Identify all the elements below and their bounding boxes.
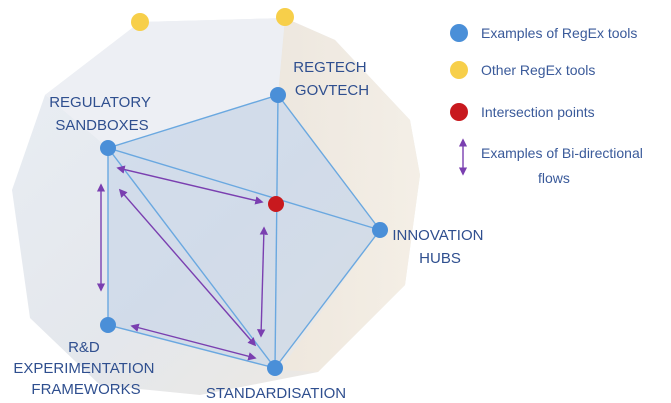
- legend-regex-tools-label: Examples of RegEx tools: [481, 25, 637, 41]
- label-innovation: INNOVATION HUBS: [392, 227, 487, 267]
- legend-other-tools-label: Other RegEx tools: [481, 62, 595, 78]
- legend-intersection-label: Intersection points: [481, 104, 595, 120]
- node-standardisation: [267, 360, 283, 376]
- label-regtech: REGTECH GOVTECH: [293, 59, 371, 99]
- other-tool-node-1: [131, 13, 149, 31]
- node-innovation: [372, 222, 388, 238]
- flow-arrow-diagonal: [118, 188, 257, 347]
- edge-regtech-innovation: [277, 94, 381, 231]
- edge-sandboxes-regtech: [107, 94, 279, 149]
- flow-arrow-intersection-standardisation: [256, 226, 269, 338]
- edge-regtech-standardisation: [274, 94, 279, 369]
- edge-innovation-standardisation: [274, 229, 381, 369]
- legend-bidirectional-label: Examples of Bi-directional flows: [481, 145, 647, 186]
- node-regtech: [270, 87, 286, 103]
- legend-red-dot: [450, 103, 468, 121]
- other-tool-node-2: [276, 8, 294, 26]
- node-rd: [100, 317, 116, 333]
- intersection-node: [268, 196, 284, 212]
- legend: Examples of RegEx tools Other RegEx tool…: [450, 24, 647, 186]
- polyhedron-right-face: [278, 18, 420, 372]
- label-sandboxes: REGULATORY SANDBOXES: [49, 94, 155, 134]
- label-rd: R&D EXPERIMENTATION FRAMEWORKS: [13, 339, 158, 398]
- legend-yellow-dot: [450, 61, 468, 79]
- label-standardisation: STANDARDISATION: [206, 385, 346, 402]
- polyhedron-top-face: [45, 18, 285, 148]
- legend-blue-dot: [450, 24, 468, 42]
- flow-arrows: [96, 165, 269, 361]
- node-sandboxes: [100, 140, 116, 156]
- flow-arrow-rd-standardisation: [130, 323, 257, 361]
